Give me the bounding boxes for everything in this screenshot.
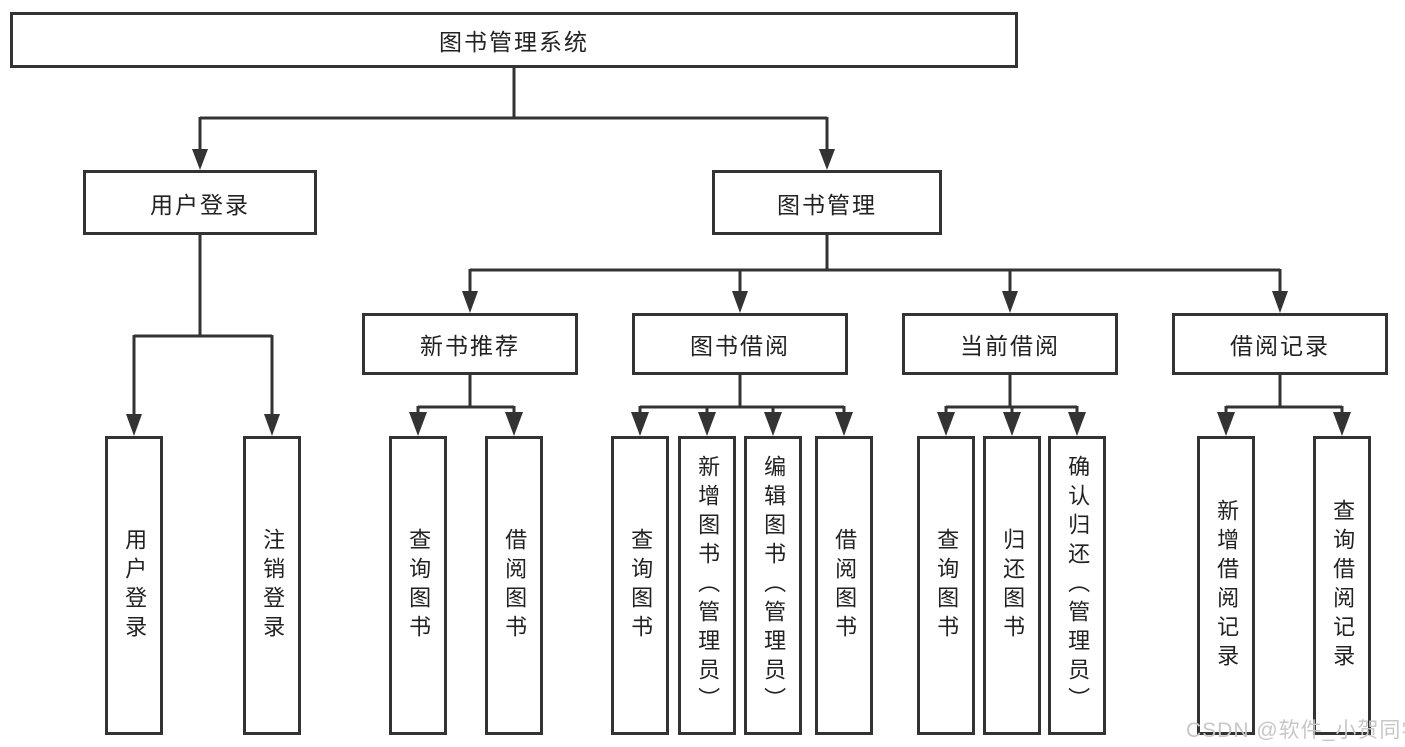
arrowhead xyxy=(631,412,649,436)
node-leaf-add-borrow-record: 新增借阅记录 xyxy=(1197,436,1255,735)
arrowhead xyxy=(409,412,427,436)
node-label: 查询图书 xyxy=(628,527,654,644)
node-label: 查询图书 xyxy=(406,527,432,644)
connector-book-management-to-level3 xyxy=(462,235,1288,313)
arrowhead xyxy=(462,291,478,313)
arrowhead xyxy=(698,412,716,436)
node-leaf-borrow-book-recommend: 借阅图书 xyxy=(485,436,543,735)
node-label: 注销登录 xyxy=(260,527,286,644)
node-label: 借阅图书 xyxy=(502,527,528,644)
arrowhead xyxy=(937,412,955,436)
node-root: 图书管理系统 xyxy=(10,12,1018,68)
node-new-book-recommend: 新书推荐 xyxy=(362,313,578,375)
connector-borrow-record-to-leaves xyxy=(1217,375,1351,436)
node-user-login: 用户登录 xyxy=(83,170,317,235)
arrowhead xyxy=(1003,412,1021,436)
arrowhead xyxy=(835,412,853,436)
node-leaf-query-book-borrow: 查询图书 xyxy=(611,436,669,735)
node-label: 确认归还（管理员） xyxy=(1065,455,1091,716)
node-leaf-query-book-recommend: 查询图书 xyxy=(389,436,447,735)
node-leaf-query-book-current: 查询图书 xyxy=(917,436,975,735)
node-leaf-query-borrow-record: 查询借阅记录 xyxy=(1313,436,1371,735)
arrowhead xyxy=(764,412,782,436)
connector-current-borrow-to-leaves xyxy=(937,375,1086,436)
arrowhead xyxy=(1333,412,1351,436)
arrowhead xyxy=(264,414,280,436)
node-label: 编辑图书（管理员） xyxy=(761,455,787,716)
node-label: 查询图书 xyxy=(934,527,960,644)
connector-root-to-level2 xyxy=(192,68,835,170)
node-leaf-logout: 注销登录 xyxy=(243,436,301,735)
arrowhead xyxy=(192,149,208,170)
node-label: 归还图书 xyxy=(1000,527,1026,644)
arrowhead xyxy=(505,412,523,436)
node-leaf-user-login: 用户登录 xyxy=(105,436,163,735)
node-borrow-record: 借阅记录 xyxy=(1172,313,1388,375)
arrowhead xyxy=(1002,291,1018,313)
arrowhead xyxy=(126,414,142,436)
node-label: 新增借阅记录 xyxy=(1214,498,1240,673)
node-label: 用户登录 xyxy=(122,527,148,644)
node-leaf-add-book-admin: 新增图书（管理员） xyxy=(678,436,736,735)
node-label: 新增图书（管理员） xyxy=(695,455,721,716)
arrowhead xyxy=(1068,412,1086,436)
node-current-borrow: 当前借阅 xyxy=(902,313,1118,375)
node-leaf-borrow-book: 借阅图书 xyxy=(815,436,873,735)
node-leaf-edit-book-admin: 编辑图书（管理员） xyxy=(744,436,802,735)
connector-user-login-to-leaves xyxy=(126,235,280,436)
node-label: 借阅图书 xyxy=(832,527,858,644)
node-leaf-return-book: 归还图书 xyxy=(983,436,1041,735)
node-book-borrow: 图书借阅 xyxy=(632,313,848,375)
arrowhead xyxy=(1217,412,1235,436)
arrowhead xyxy=(1272,291,1288,313)
connector-new-book-recommend-to-leaves xyxy=(409,375,523,436)
node-label: 查询借阅记录 xyxy=(1330,498,1356,673)
arrowhead xyxy=(732,291,748,313)
connector-book-borrow-to-leaves xyxy=(631,375,853,436)
node-book-management: 图书管理 xyxy=(712,170,942,235)
node-leaf-confirm-return-admin: 确认归还（管理员） xyxy=(1048,436,1106,735)
arrowhead xyxy=(819,149,835,170)
watermark: CSDN @软件_小贺同学 xyxy=(1186,719,1405,742)
